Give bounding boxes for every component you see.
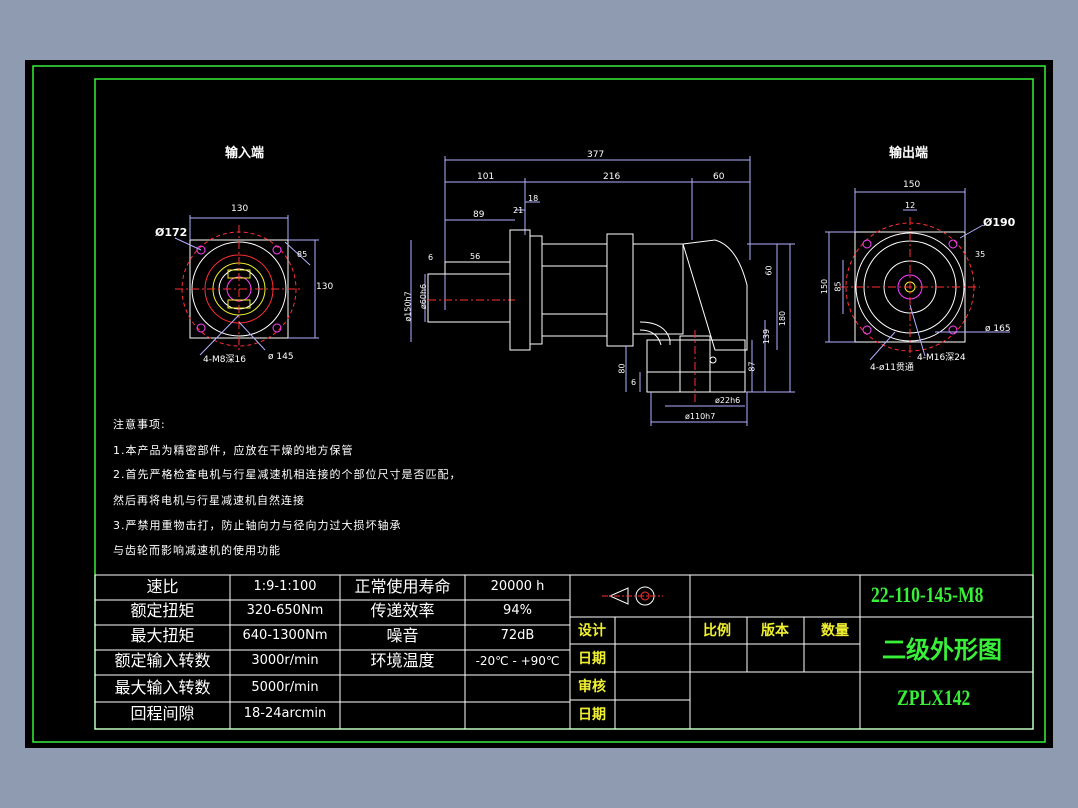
dim-label: 87 (748, 361, 757, 371)
spec-key: 额定扭矩 (95, 600, 230, 622)
dim-label: 21 (513, 206, 523, 215)
quantity-label: 数量 (821, 620, 849, 640)
dim-label: 6 (428, 253, 433, 262)
side-view (411, 156, 795, 426)
output-end-label: 输出端 (889, 142, 928, 161)
dim-label: 4-ø11贯通 (870, 360, 914, 373)
version-label: 版本 (761, 620, 789, 640)
dim-label: 139 (762, 329, 771, 344)
note-line: 2.首先严格检查电机与行星减速机相连接的个部位尺寸是否匹配， (113, 466, 462, 482)
spec-value: -20℃ - +90℃ (465, 650, 570, 672)
date-label: 日期 (578, 704, 606, 724)
spec-key: 正常使用寿命 (340, 576, 465, 598)
input-end-view (175, 215, 319, 355)
dim-label: Ø172 (155, 226, 187, 239)
dim-label: 56 (470, 252, 480, 261)
spec-key: 最大扭矩 (95, 625, 230, 647)
spec-value: 1:9-1:100 (230, 576, 340, 598)
dim-label: 180 (778, 311, 787, 326)
dim-label: ø60h6 (419, 284, 428, 309)
dim-label: 60 (713, 172, 724, 182)
dim-label: ø110h7 (685, 412, 715, 421)
spec-value: 3000r/min (230, 650, 340, 672)
drawing-name: 二级外形图 (882, 630, 1002, 665)
spec-key: 噪音 (340, 625, 465, 647)
dim-label: 85 (297, 250, 307, 259)
dim-label: 150 (903, 180, 920, 190)
dim-label: ø 165 (985, 324, 1011, 334)
dim-label: 35 (975, 250, 985, 259)
model-code: ZPLX142 (897, 685, 970, 711)
output-end-view (825, 188, 1010, 360)
dim-label: 4-M8深16 (203, 352, 246, 365)
dim-label: 60 (765, 265, 774, 275)
design-label: 设计 (578, 620, 606, 640)
drawing-sheet: 输入端 输出端 130 Ø172 130 85 4-M8深16 ø 145 37… (25, 60, 1053, 748)
spec-key: 额定输入转数 (95, 650, 230, 672)
dim-label: ø22h6 (715, 396, 740, 405)
note-line: 1.本产品为精密部件，应放在干燥的地方保管 (113, 442, 354, 458)
dim-label: 80 (618, 363, 627, 373)
spec-value: 94% (465, 600, 570, 622)
spec-value: 72dB (465, 625, 570, 647)
note-line: 然后再将电机与行星减速机自然连接 (113, 492, 305, 508)
dim-label: 216 (603, 172, 620, 182)
dim-label: Ø190 (983, 216, 1015, 229)
spec-key: 最大输入转数 (95, 677, 230, 699)
review-label: 审核 (578, 676, 606, 696)
spec-key: 回程间隙 (95, 703, 230, 725)
note-line: 与齿轮而影响减速机的使用功能 (113, 542, 281, 558)
spec-value: 5000r/min (230, 677, 340, 699)
spec-value: 18-24arcmin (230, 703, 340, 725)
spec-value: 320-650Nm (230, 600, 340, 622)
projection-symbol (602, 587, 663, 605)
drawing-code: 22-110-145-M8 (871, 582, 983, 608)
input-end-label: 输入端 (225, 142, 264, 161)
dim-label: 377 (587, 150, 604, 160)
spec-value: 20000 h (465, 576, 570, 598)
dim-label: 130 (316, 282, 333, 292)
dim-label: ø150h7 (404, 291, 413, 321)
dim-label: 89 (473, 210, 484, 220)
dim-label: 85 (834, 281, 843, 291)
dim-label: 101 (477, 172, 494, 182)
scale-label: 比例 (703, 620, 731, 640)
dim-label: 150 (820, 279, 829, 294)
notes-title: 注意事项: (113, 416, 166, 432)
spec-key: 速比 (95, 576, 230, 598)
dim-label: 12 (905, 201, 915, 210)
note-line: 3.严禁用重物击打，防止轴向力与径向力过大损坏轴承 (113, 517, 402, 533)
spec-key: 传递效率 (340, 600, 465, 622)
dim-label: 18 (528, 194, 538, 203)
spec-key: 环境温度 (340, 650, 465, 672)
dim-label: 4-M16深24 (917, 350, 966, 363)
spec-value: 640-1300Nm (230, 625, 340, 647)
dim-label: 6 (631, 378, 636, 387)
dim-label: 130 (231, 204, 248, 214)
date-label: 日期 (578, 648, 606, 668)
dim-label: ø 145 (268, 352, 294, 362)
